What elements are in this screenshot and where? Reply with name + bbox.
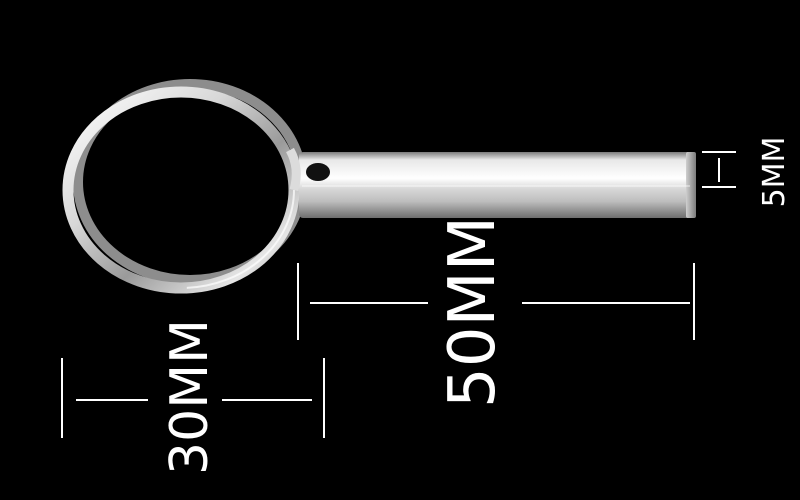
dimension-bar-width xyxy=(702,151,736,188)
dimension-bar-length-label: 50MM xyxy=(436,216,510,408)
key-ring xyxy=(62,79,307,294)
dimension-bar-width-label: 5MM xyxy=(757,137,792,208)
bar-pendant-body xyxy=(299,152,692,218)
bar-pendant-end-face xyxy=(686,152,696,218)
bar-pendant-hole xyxy=(306,163,330,181)
dimension-bar-length xyxy=(297,263,695,340)
bar-pendant xyxy=(285,147,696,218)
dimension-ring-diameter-label: 30MM xyxy=(160,319,220,475)
dimension-ring-diameter xyxy=(61,358,325,438)
key-ring-through-hole xyxy=(285,147,301,192)
key-ring-front-coil xyxy=(62,86,300,294)
